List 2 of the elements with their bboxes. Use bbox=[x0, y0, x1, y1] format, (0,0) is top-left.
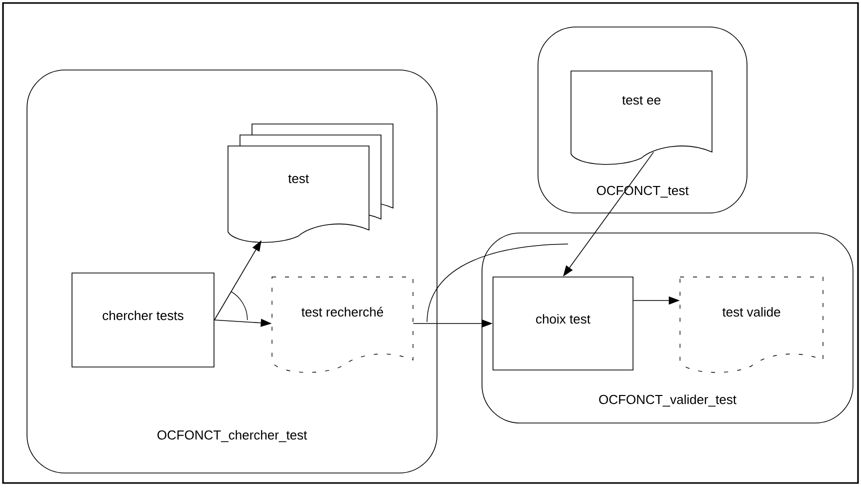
process-box: chercher tests bbox=[72, 272, 214, 368]
process-box: choix test bbox=[492, 276, 634, 370]
